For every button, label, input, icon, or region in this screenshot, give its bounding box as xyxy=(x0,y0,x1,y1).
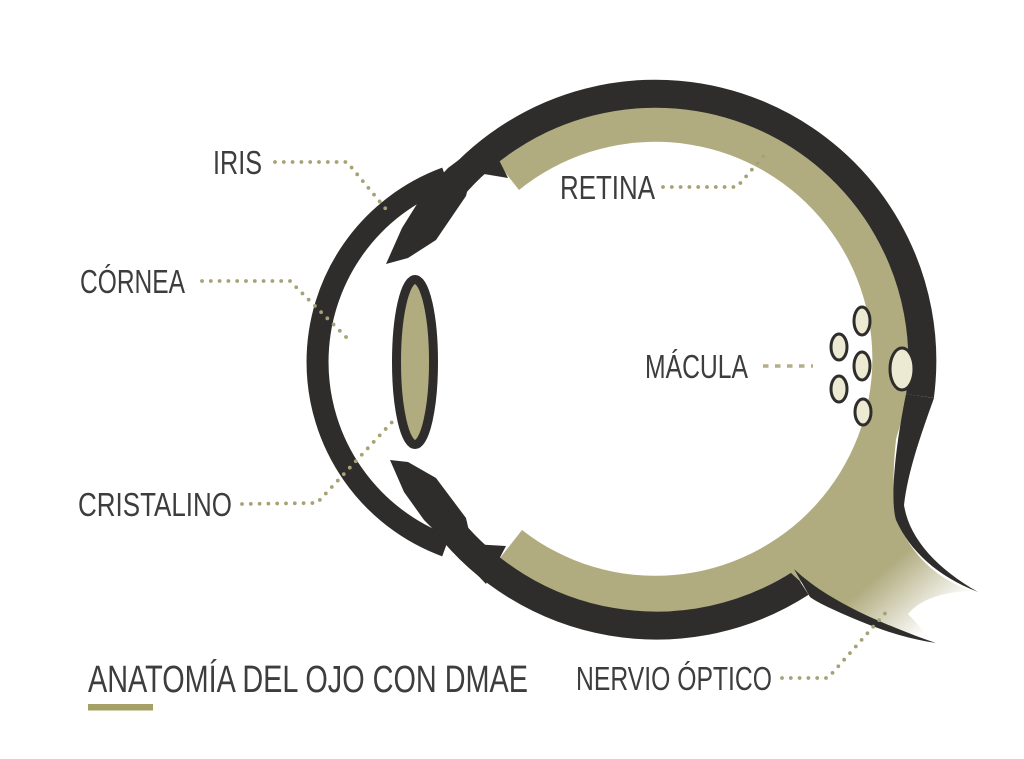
drusen-spot xyxy=(852,305,872,337)
drusen-spot xyxy=(853,397,873,427)
drusen-spot xyxy=(852,350,872,382)
leader-line-cristalino xyxy=(240,418,396,506)
leader-line-cornea xyxy=(200,279,354,345)
lens-cristalino xyxy=(392,275,438,449)
title-underline xyxy=(88,704,153,711)
drusen-spot xyxy=(829,374,849,404)
label-cristalino: CRISTALINO xyxy=(78,486,232,523)
drusen-spot-large xyxy=(888,346,916,392)
optic-nerve-edge-upper xyxy=(893,394,978,592)
drusen-spots xyxy=(829,305,916,427)
optic-nerve xyxy=(780,400,972,641)
iris-upper-wing xyxy=(386,138,508,264)
cornea-arc xyxy=(306,167,450,557)
label-retina: RETINA xyxy=(560,169,655,206)
leader-line-nervio-optico xyxy=(780,608,890,680)
label-nervio-optico: NERVIO ÓPTICO xyxy=(576,660,772,697)
diagram-title: ANATOMÍA DEL OJO CON DMAE xyxy=(88,658,528,701)
leader-line-iris xyxy=(273,160,392,216)
label-cornea: CÓRNEA xyxy=(80,263,185,300)
label-macula: MÁCULA xyxy=(645,348,748,385)
label-iris: IRIS xyxy=(213,144,262,181)
sclera-outline-upper xyxy=(435,79,937,398)
leader-line-retina xyxy=(661,150,769,189)
iris-lower-wing xyxy=(390,460,506,584)
retina-band xyxy=(497,105,909,612)
drusen-spot xyxy=(829,332,849,362)
